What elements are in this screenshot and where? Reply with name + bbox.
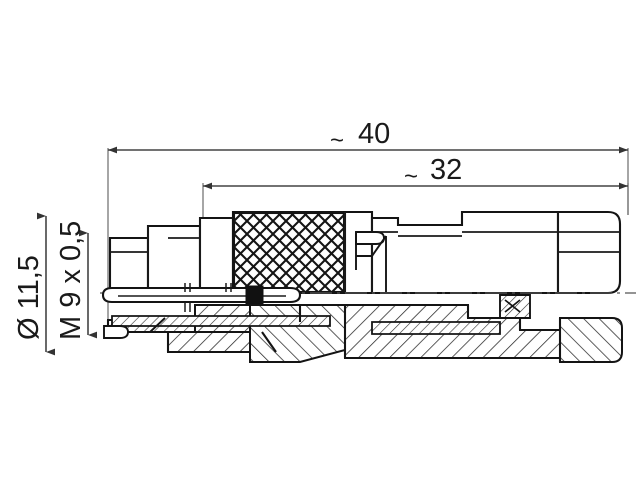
keyway-latch-detail [355,231,387,293]
lower-latch-detail [103,317,166,339]
latch-slot [355,231,385,245]
inner-sleeve-section [111,315,331,327]
seal-section [499,294,531,319]
overall-length-label: 40 [358,118,390,150]
coupling-ring [343,210,374,295]
flange-diameter-label: Ø 11,5 [13,255,45,340]
body-length-dimension: ~ 32 [203,154,628,190]
connector-lower-section [106,294,623,363]
overall-length-dimension: ~ 40 [108,118,628,154]
body-length-approx-symbol: ~ [404,163,418,190]
lower-contour [106,305,562,362]
flange-diameter-dimension: Ø 11,5 [13,212,55,356]
thread-barrel [146,224,202,295]
pin-tick-marks [184,283,232,312]
overall-length-approx-symbol: ~ [330,127,344,154]
rear-body-tube [370,210,560,295]
gland-nut-section [559,317,623,363]
mating-end-sleeve [108,236,150,295]
seal-cross-detail [504,299,521,313]
lower-latch-slot [103,325,129,339]
front-barrel-wall-section [167,331,263,353]
flange-shoulder [198,216,235,295]
thread-label: M 9 x 0,5 [55,221,87,340]
latch-ramp [356,235,387,257]
body-length-label: 32 [430,154,462,186]
thread-dimension: M 9 x 0,5 [55,221,97,340]
lower-latch-ramp [128,317,166,333]
contact-pin-body [101,286,302,304]
center-contact-pin [101,285,302,309]
upper-internal-detail [110,212,620,293]
knurl-hatch-fill [234,213,344,292]
crimp-sleeve-section [371,321,501,335]
